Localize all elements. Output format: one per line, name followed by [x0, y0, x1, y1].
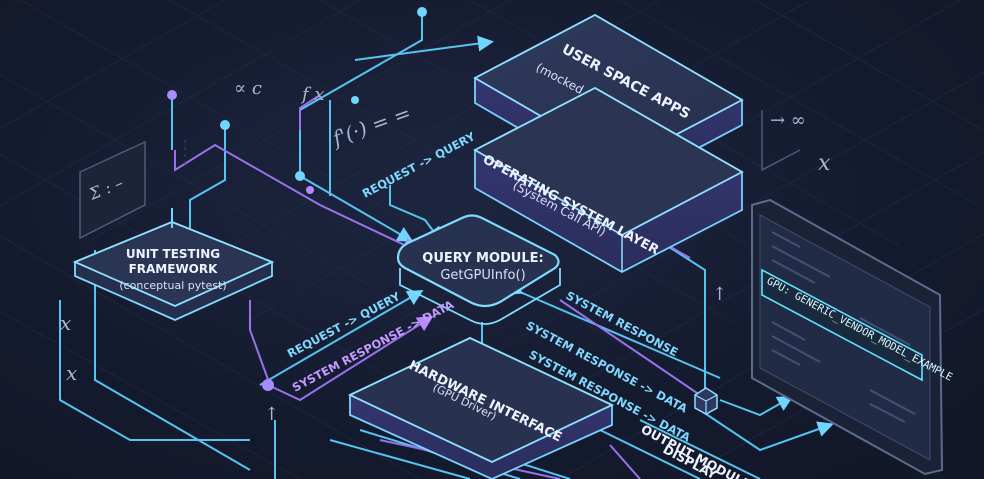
math-symbol-1: ∝ c — [234, 78, 262, 99]
unit-testing-title-1: UNIT TESTING — [126, 247, 220, 261]
math-symbol-3: f'(·) = = — [328, 100, 414, 151]
math-symbol-8: x — [818, 151, 831, 176]
math-symbol-10: ↑ — [264, 404, 279, 425]
unit-testing-subtitle: (conceptual pytest) — [119, 279, 226, 292]
flow-label-request-query-top: REQUEST -> QUERY — [360, 129, 478, 201]
unit-testing-title-2: FRAMEWORK — [129, 262, 219, 276]
math-symbol-9: ↑ — [712, 284, 727, 305]
node-operating-system-layer: OPERATING SYSTEM LAYER (System Call API) — [473, 86, 744, 274]
query-module-subtitle: GetGPUInfo() — [440, 268, 525, 283]
cyan-connectors — [59, 12, 834, 479]
node-hardware-interface: HARDWARE INTERFACE (GPU Driver) — [347, 337, 615, 479]
math-symbol-5: x — [60, 311, 71, 335]
query-module-title: QUERY MODULE: — [422, 251, 543, 266]
node-query-module: QUERY MODULE: GetGPUInfo() — [396, 214, 561, 325]
junction-cube — [694, 387, 718, 415]
math-card: Σ : – — [79, 140, 146, 240]
node-unit-testing-framework: UNIT TESTING FRAMEWORK (conceptual pytes… — [72, 208, 275, 321]
math-symbol-2: f x — [300, 84, 325, 105]
flow-label-request-query-left: REQUEST -> QUERY — [285, 289, 403, 361]
output-display-screen: GPU: GENERIC_VENDOR_MODEL_EXAMPLE — [751, 198, 954, 476]
bracket-decoration — [761, 110, 801, 172]
math-symbol-6: x — [66, 361, 77, 385]
math-symbol-7: → ∞ — [770, 110, 806, 131]
